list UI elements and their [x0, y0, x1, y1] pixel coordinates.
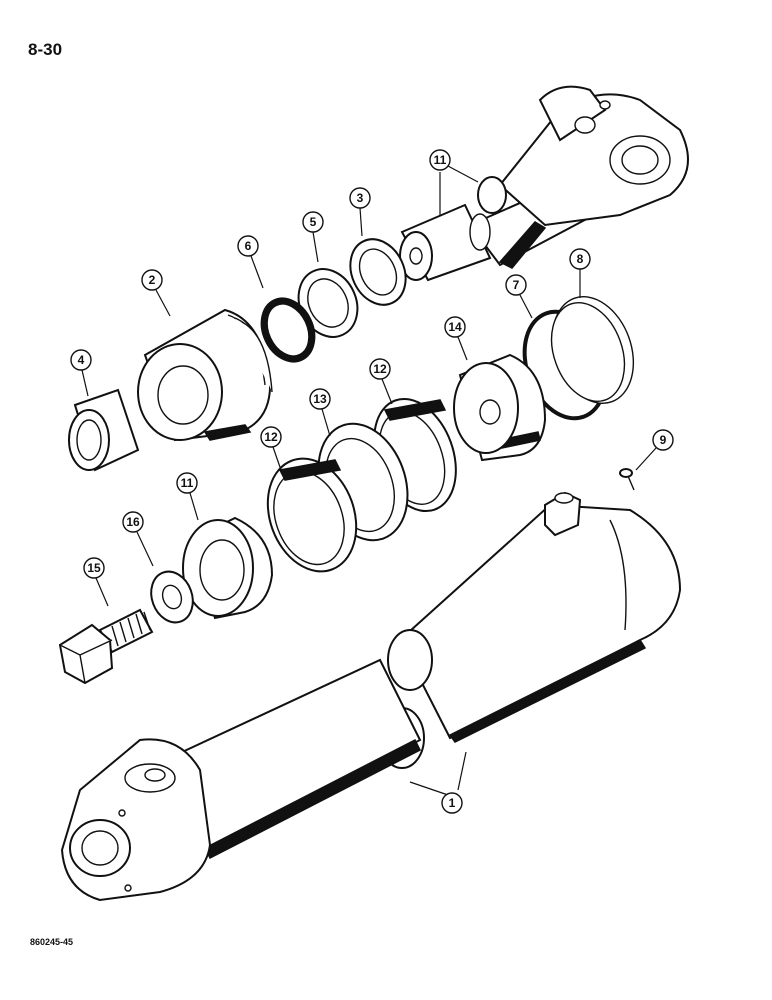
- wear-ring-12-lower: [266, 457, 358, 573]
- callout-12-lower: 12: [260, 426, 282, 471]
- svg-text:6: 6: [245, 239, 252, 253]
- svg-text:14: 14: [448, 320, 462, 334]
- callout-3: 3: [349, 187, 371, 237]
- piston-rod-clevis: [468, 85, 689, 269]
- callout-6: 6: [237, 235, 264, 289]
- callout-12-upper: 12: [369, 358, 393, 405]
- bolt-15: [58, 608, 154, 685]
- svg-text:2: 2: [149, 273, 156, 287]
- svg-text:5: 5: [310, 215, 317, 229]
- svg-text:11: 11: [434, 153, 447, 167]
- callout-5: 5: [302, 211, 324, 263]
- svg-text:4: 4: [78, 353, 85, 367]
- svg-text:11: 11: [181, 476, 194, 490]
- piston-nut-11: [182, 516, 274, 620]
- piston-14: [453, 353, 547, 462]
- backup-ring-8: [550, 296, 635, 404]
- svg-text:1: 1: [449, 796, 456, 810]
- cylinder-tube-1: [60, 491, 682, 902]
- callout-8: 8: [569, 248, 591, 298]
- svg-text:12: 12: [264, 430, 278, 444]
- seal-3: [349, 238, 407, 306]
- svg-text:3: 3: [357, 191, 364, 205]
- callout-4: 4: [70, 349, 92, 397]
- svg-text:12: 12: [373, 362, 387, 376]
- svg-text:7: 7: [513, 278, 520, 292]
- washer-16: [150, 570, 194, 624]
- svg-text:13: 13: [313, 392, 327, 406]
- callout-9: 9: [635, 429, 674, 471]
- svg-text:8: 8: [577, 252, 584, 266]
- callout-11: 11: [176, 472, 199, 521]
- seal-5: [297, 268, 359, 338]
- grease-fitting-9: [619, 468, 635, 491]
- svg-text:15: 15: [87, 561, 101, 575]
- svg-text:16: 16: [126, 515, 140, 529]
- callout-7: 7: [505, 274, 533, 319]
- figure-code: 860245-45: [30, 937, 74, 947]
- svg-text:9: 9: [660, 433, 667, 447]
- callout-13: 13: [309, 388, 331, 437]
- gland-2: [137, 308, 273, 442]
- seal-6: [260, 297, 316, 363]
- callout-16: 16: [122, 511, 154, 567]
- callout-14: 14: [444, 316, 468, 361]
- callout-2: 2: [141, 269, 171, 317]
- callout-15: 15: [83, 557, 109, 607]
- callout-10: 11: [429, 149, 479, 215]
- rod-bushing-10: [399, 176, 507, 282]
- page-number: 8-30: [28, 40, 63, 59]
- callout-1: 1: [409, 751, 467, 814]
- bushing-4: [68, 388, 140, 472]
